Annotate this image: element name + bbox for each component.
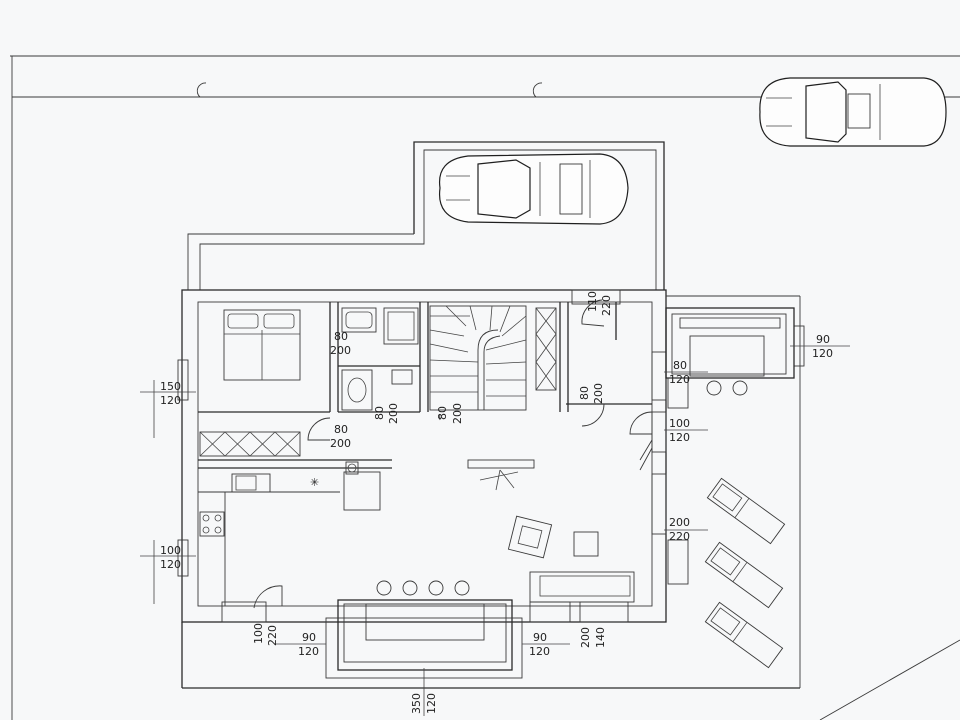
dim-door-hall-w: 80 [334,423,348,436]
dim-win-left-top-h: 120 [160,394,181,407]
dim-door-wc-w: 80 [373,406,386,420]
wardrobe [199,431,301,457]
dim-door-bed-h: 200 [330,344,351,357]
dim-win-ext-h: 120 [812,347,833,360]
dim-win-bottom-right-h: 120 [529,645,550,658]
bed [223,309,301,381]
dim-win-bottom-left-h: 120 [298,645,319,658]
svg-text:✳: ✳ [310,476,319,489]
driveway-outline [187,141,665,290]
staircase [429,305,557,411]
bathroom-fixtures [341,307,419,411]
dimension-labels: 150 120 100 120 80 200 80 200 80 200 80 … [160,291,833,714]
terrace-room [665,307,795,585]
windows [177,289,805,623]
dim-win-bottom-door-w: 200 [579,627,592,648]
sun-loungers [704,477,786,669]
dim-door-stair-w: 80 [436,406,449,420]
dimension-leaders [140,345,850,716]
dim-entry-h: 220 [600,295,613,316]
dim-door-stair-h: 200 [451,403,464,424]
dim-door-bottom-left-w: 100 [252,623,265,644]
dim-win-bottom-right-w: 90 [533,631,547,644]
dim-door-bottom-left-h: 220 [266,625,279,646]
dim-win-bottom-door-h: 140 [594,627,607,648]
dim-win-right-mid-w: 100 [669,417,690,430]
interior-walls [198,302,652,469]
car-road [759,77,947,147]
doors [253,299,653,609]
dim-win-left-bot-h: 120 [160,558,181,571]
dim-bay-h: 120 [425,693,438,714]
dim-door-terrace-h: 220 [669,530,690,543]
dim-door-hall-h: 200 [330,437,351,450]
dim-win-right-mid-h: 120 [669,431,690,444]
dim-win-right-top-h: 120 [669,373,690,386]
dim-door-wc-h: 200 [387,403,400,424]
dim-win-bottom-left-w: 90 [302,631,316,644]
dim-door-terrace-w: 200 [669,516,690,529]
dim-bay-w: 350 [410,693,423,714]
car-driveway [438,153,629,225]
dim-win-right-top-w: 80 [673,359,687,372]
dim-entry-w: 110 [586,291,599,312]
dim-door-bed-w: 80 [334,330,348,343]
dim-door-right-h: 200 [592,383,605,404]
exterior-walls [181,289,801,689]
dim-win-left-bot-w: 100 [160,544,181,557]
dim-win-left-top-w: 150 [160,380,181,393]
living-room-furniture [376,459,635,603]
dim-win-ext-w: 90 [816,333,830,346]
dim-door-right-w: 80 [578,386,591,400]
kitchen: ✳ [198,461,381,606]
